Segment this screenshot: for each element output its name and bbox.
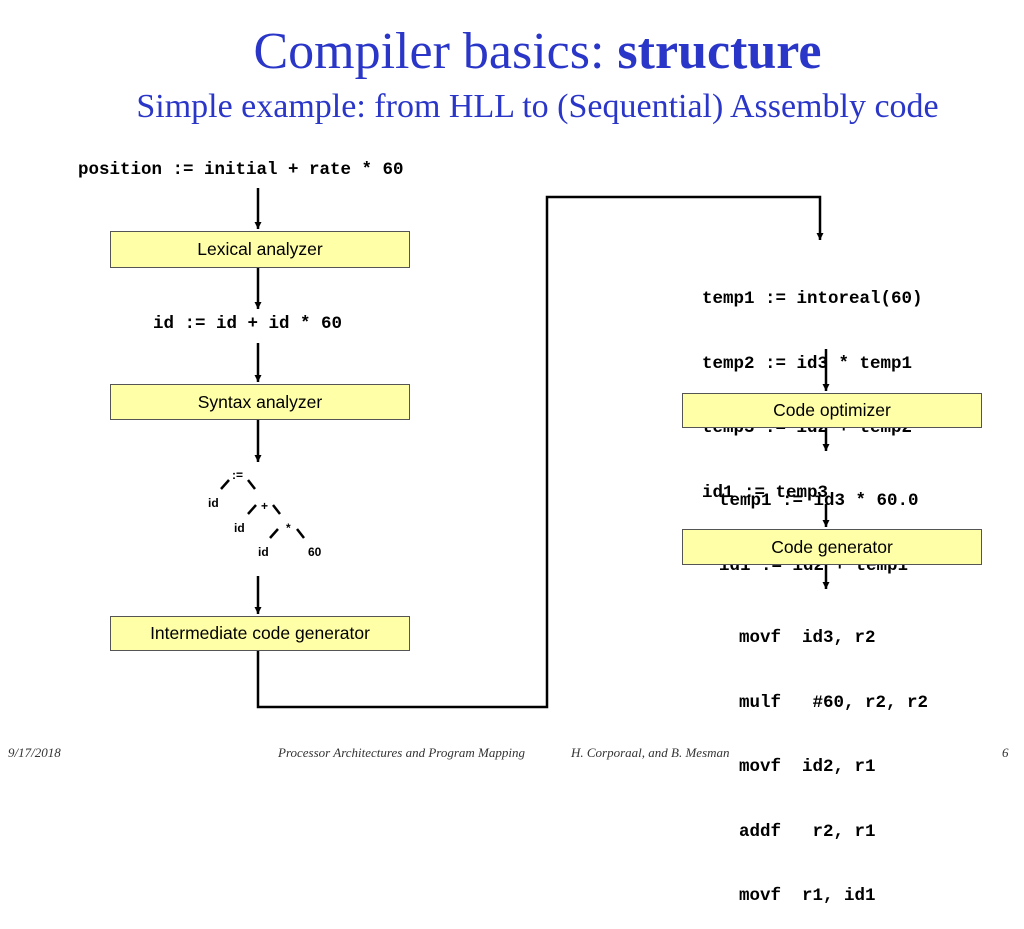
code-optimizer-box: Code optimizer: [682, 393, 982, 428]
footer-date: 9/17/2018: [8, 745, 61, 760]
code-line: temp1 := intoreal(60): [702, 289, 923, 309]
source-statement: position := initial + rate * 60: [78, 160, 404, 180]
page-number: 6: [1002, 745, 1009, 760]
title-emphasis: structure: [617, 23, 822, 80]
slide-title: Compiler basics: structure: [0, 22, 1024, 81]
code-line: movf r1, id1: [739, 886, 876, 906]
connector-intermediate-to-code: [256, 195, 824, 709]
code-generator-box: Code generator: [682, 529, 982, 565]
syntax-tree-edges: [220, 479, 305, 539]
tree-node-plus: +: [261, 499, 269, 513]
tree-node-id: id: [258, 545, 269, 559]
flow-connectors: [220, 188, 830, 709]
lexical-analyzer-box: Lexical analyzer: [110, 231, 410, 268]
code-line: temp1 := id3 * 60.0: [719, 491, 919, 511]
tree-node-assign: :=: [232, 468, 244, 482]
code-line: movf id2, r1: [739, 757, 876, 777]
code-line: temp2 := id3 * temp1: [702, 353, 913, 374]
code-line: mulf #60, r2, r2: [739, 692, 929, 713]
tree-node-const: 60: [308, 545, 322, 559]
code-line: addf r2, r1: [739, 821, 876, 842]
tree-node-id: id: [234, 521, 245, 535]
code-line: id1 := temp3: [702, 482, 829, 503]
tree-node-id: id: [208, 496, 219, 510]
intermediate-code-generator-box: Intermediate code generator: [110, 616, 410, 651]
title-text: Compiler basics:: [253, 23, 618, 80]
syntax-analyzer-box: Syntax analyzer: [110, 384, 410, 420]
slide-subtitle: Simple example: from HLL to (Sequential)…: [136, 88, 939, 125]
footer-authors: H. Corporaal, and B. Mesman: [571, 745, 730, 760]
footer-course: Processor Architectures and Program Mapp…: [278, 745, 525, 760]
optimized-code: temp1 := id3 * 60.0 id1 := id2 + temp1: [719, 449, 919, 598]
assembly-code: movf id3, r2 mulf #60, r2, r2 movf id2, …: [739, 586, 928, 929]
code-line: movf id3, r2: [739, 628, 876, 648]
tree-node-times: *: [286, 521, 291, 535]
token-stream: id := id + id * 60: [153, 314, 343, 334]
